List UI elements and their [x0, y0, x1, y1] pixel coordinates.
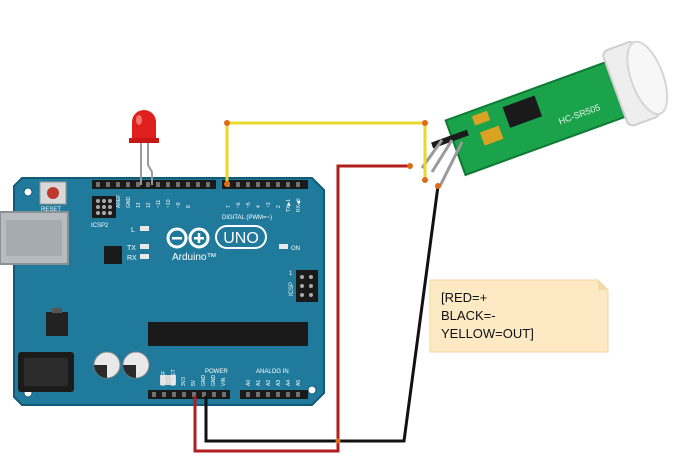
pin-label-vin: VIN	[221, 377, 227, 386]
sensor-capacitor	[479, 125, 504, 146]
regulator-tab	[52, 308, 62, 313]
red-led	[129, 110, 159, 185]
sensor-chip	[502, 95, 543, 128]
pin-label-reset: RESET	[171, 369, 177, 386]
pin-label-6: ~6	[236, 202, 242, 208]
pin-label-5v: 5V	[191, 379, 197, 386]
power-label: POWER	[205, 369, 228, 375]
pin-label-3: ~3	[266, 202, 272, 208]
rx-led	[140, 254, 149, 259]
l-led-label: L	[131, 227, 135, 234]
pin-label-a2: A2	[266, 380, 272, 386]
voltage-regulator	[46, 312, 68, 336]
tx-led	[140, 244, 149, 249]
icsp-label: ICSP	[289, 282, 295, 296]
reset-label: RESET	[41, 207, 61, 213]
arduino-logo	[166, 227, 210, 249]
model-label: UNO	[223, 230, 259, 247]
capacitor-right	[122, 351, 150, 379]
note-line-1: [RED=+	[441, 290, 487, 305]
wire-legend-note: [RED=+ BLACK=- YELLOW=OUT]	[429, 279, 609, 353]
pin-label-tx1: TX▶1	[286, 199, 292, 212]
pin-label-a0: A0	[246, 380, 252, 386]
pin-label-a3: A3	[276, 380, 282, 386]
pin-label-gnd1: GND	[201, 375, 207, 387]
wire-black-gnd	[204, 185, 440, 443]
arduino-board: RESET ICSP2 AREF GND	[0, 177, 325, 406]
atmega-chip	[148, 322, 308, 346]
digital-header	[92, 180, 308, 189]
usb-inner	[6, 220, 62, 256]
smd-component	[160, 375, 176, 385]
pin-label-10: ~10	[166, 199, 172, 208]
rx-led-label: RX	[127, 255, 137, 262]
l-led	[140, 226, 149, 231]
pin-label-13: 13	[136, 202, 142, 208]
pin-label-a1: A1	[256, 380, 262, 386]
pin-label-5: ~5	[246, 202, 252, 208]
pin-label-ioref: IOREF	[161, 371, 167, 386]
sensor-pins	[420, 129, 469, 187]
mount-hole	[307, 385, 317, 395]
wire-red-vcc	[193, 164, 410, 453]
analog-header	[240, 390, 308, 399]
reset-button-cap	[47, 187, 59, 199]
pin-label-aref: AREF	[116, 195, 122, 208]
mount-hole	[23, 187, 33, 197]
on-led	[279, 244, 288, 249]
capacitor-left	[93, 351, 121, 379]
wire-junctions	[224, 120, 441, 444]
pin-label-rx0: RX◀0	[296, 198, 302, 212]
pin-label-4: 4	[256, 205, 262, 208]
icsp2-label: ICSP2	[91, 223, 109, 229]
pin-label-11: ~11	[156, 200, 162, 208]
on-label: ON	[291, 246, 300, 252]
icsp-pin1-label: 1	[289, 271, 293, 277]
icsp-header	[296, 270, 318, 302]
pin-label-9: ~9	[176, 202, 182, 208]
pin-label-gnd2: GND	[211, 375, 217, 387]
pin-label-2: 2	[276, 205, 282, 208]
pin-label-a5: A5	[296, 380, 302, 386]
pin-label-a4: A4	[286, 380, 292, 386]
tx-led-label: TX	[127, 245, 136, 252]
pin-label-gnd: GND	[126, 197, 132, 209]
wire-yellow-out	[225, 121, 427, 184]
sensor-capacitor	[471, 110, 491, 126]
pir-sensor-module: HC-SR505	[444, 40, 669, 177]
pin-label-8: 8	[186, 205, 192, 208]
power-header	[148, 390, 230, 399]
power-jack-inner	[24, 358, 68, 386]
pin-label-12: 12	[146, 202, 152, 208]
uno-badge	[215, 225, 267, 249]
pin-label-3v3: 3V3	[181, 377, 187, 386]
note-line-3: YELLOW=OUT]	[441, 326, 534, 341]
icsp2-header	[92, 196, 116, 218]
analog-in-label: ANALOG IN	[256, 369, 289, 375]
brand-label: Arduino™	[172, 252, 216, 263]
sensor-lens	[626, 40, 669, 116]
pin-label-7: 7	[226, 205, 232, 208]
usb-chip	[104, 246, 122, 264]
note-line-2: BLACK=-	[441, 308, 496, 323]
digital-label: DIGITAL (PWM=~)	[222, 215, 272, 221]
